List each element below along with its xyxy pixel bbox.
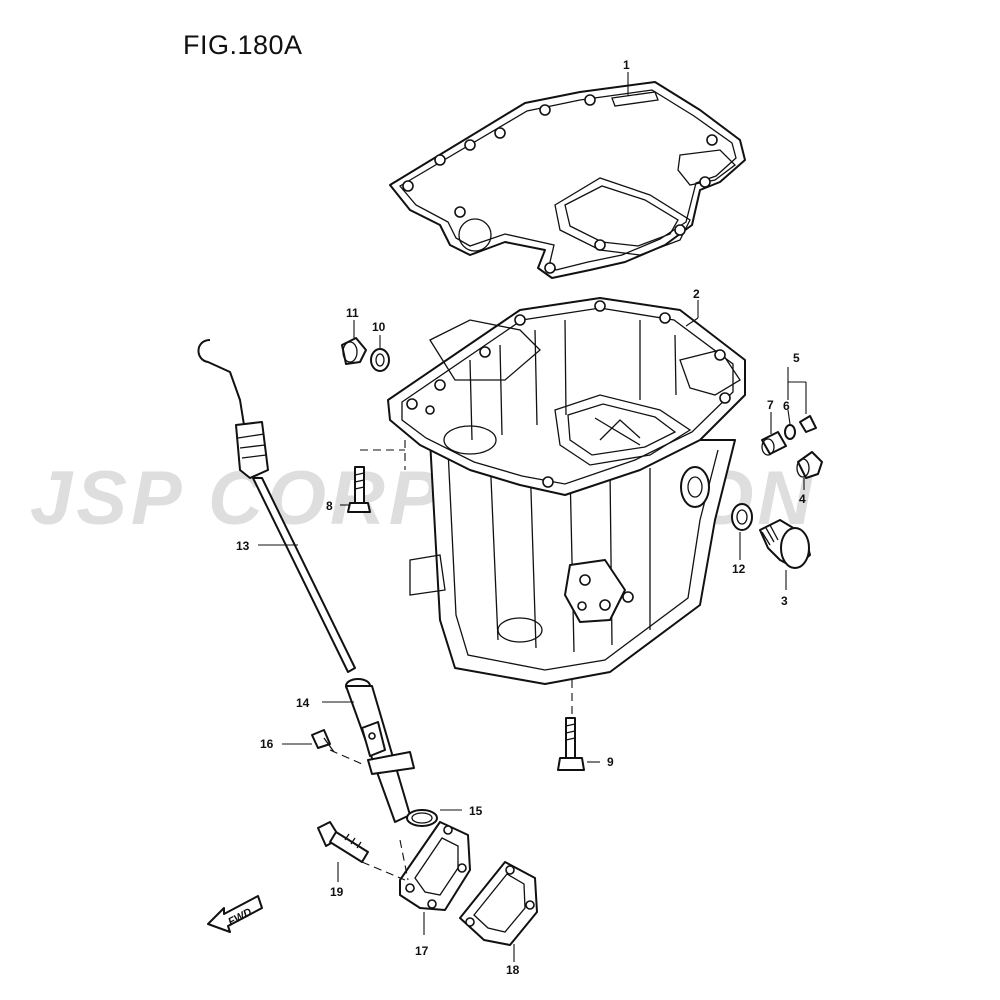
oil-pan [387, 297, 746, 685]
callout-16: 15 [469, 804, 483, 818]
figure-title: FIG.180A [183, 30, 303, 60]
callout-9: 9 [607, 755, 614, 769]
callout-15: 16 [260, 737, 274, 751]
callout-11: 11 [346, 306, 359, 320]
callout-7: 7 [767, 398, 774, 412]
gasket [389, 81, 746, 279]
callout-14: 14 [296, 696, 310, 710]
gasket-18 [459, 861, 538, 946]
bolt-19 [317, 821, 369, 863]
bolt-9 [557, 717, 585, 771]
fwd-arrow-icon: FWD [207, 895, 263, 933]
drain-plug-3 [759, 519, 811, 569]
plug-11 [341, 337, 367, 365]
callout-13: 13 [236, 539, 250, 553]
o-ring-15 [406, 809, 438, 827]
callout-labels: 1 2 3 4 5 6 7 8 9 10 11 12 13 14 16 15 1… [236, 58, 806, 977]
callout-5: 5 [793, 351, 800, 365]
callout-10: 10 [372, 320, 386, 334]
callout-18: 18 [506, 963, 520, 977]
callout-2: 2 [693, 287, 700, 301]
screw-5 [799, 415, 817, 433]
callout-1: 1 [623, 58, 630, 72]
cap-4 [796, 451, 823, 479]
callout-17: 17 [415, 944, 429, 958]
bolt-16 [311, 729, 335, 753]
washer-10 [370, 348, 390, 372]
callout-8: 8 [326, 499, 333, 513]
callout-6: 6 [783, 399, 790, 413]
callout-19: 19 [330, 885, 344, 899]
guide-tube [345, 678, 415, 823]
callout-3: 3 [781, 594, 788, 608]
bolt-8 [347, 466, 371, 513]
flange-17 [399, 821, 471, 911]
washer-12 [731, 503, 753, 531]
washer-6 [784, 424, 796, 440]
callout-4: 4 [799, 492, 806, 506]
plug-7 [761, 431, 787, 456]
dipstick [197, 339, 356, 673]
leader-lines [258, 72, 807, 962]
callout-12: 12 [732, 562, 746, 576]
